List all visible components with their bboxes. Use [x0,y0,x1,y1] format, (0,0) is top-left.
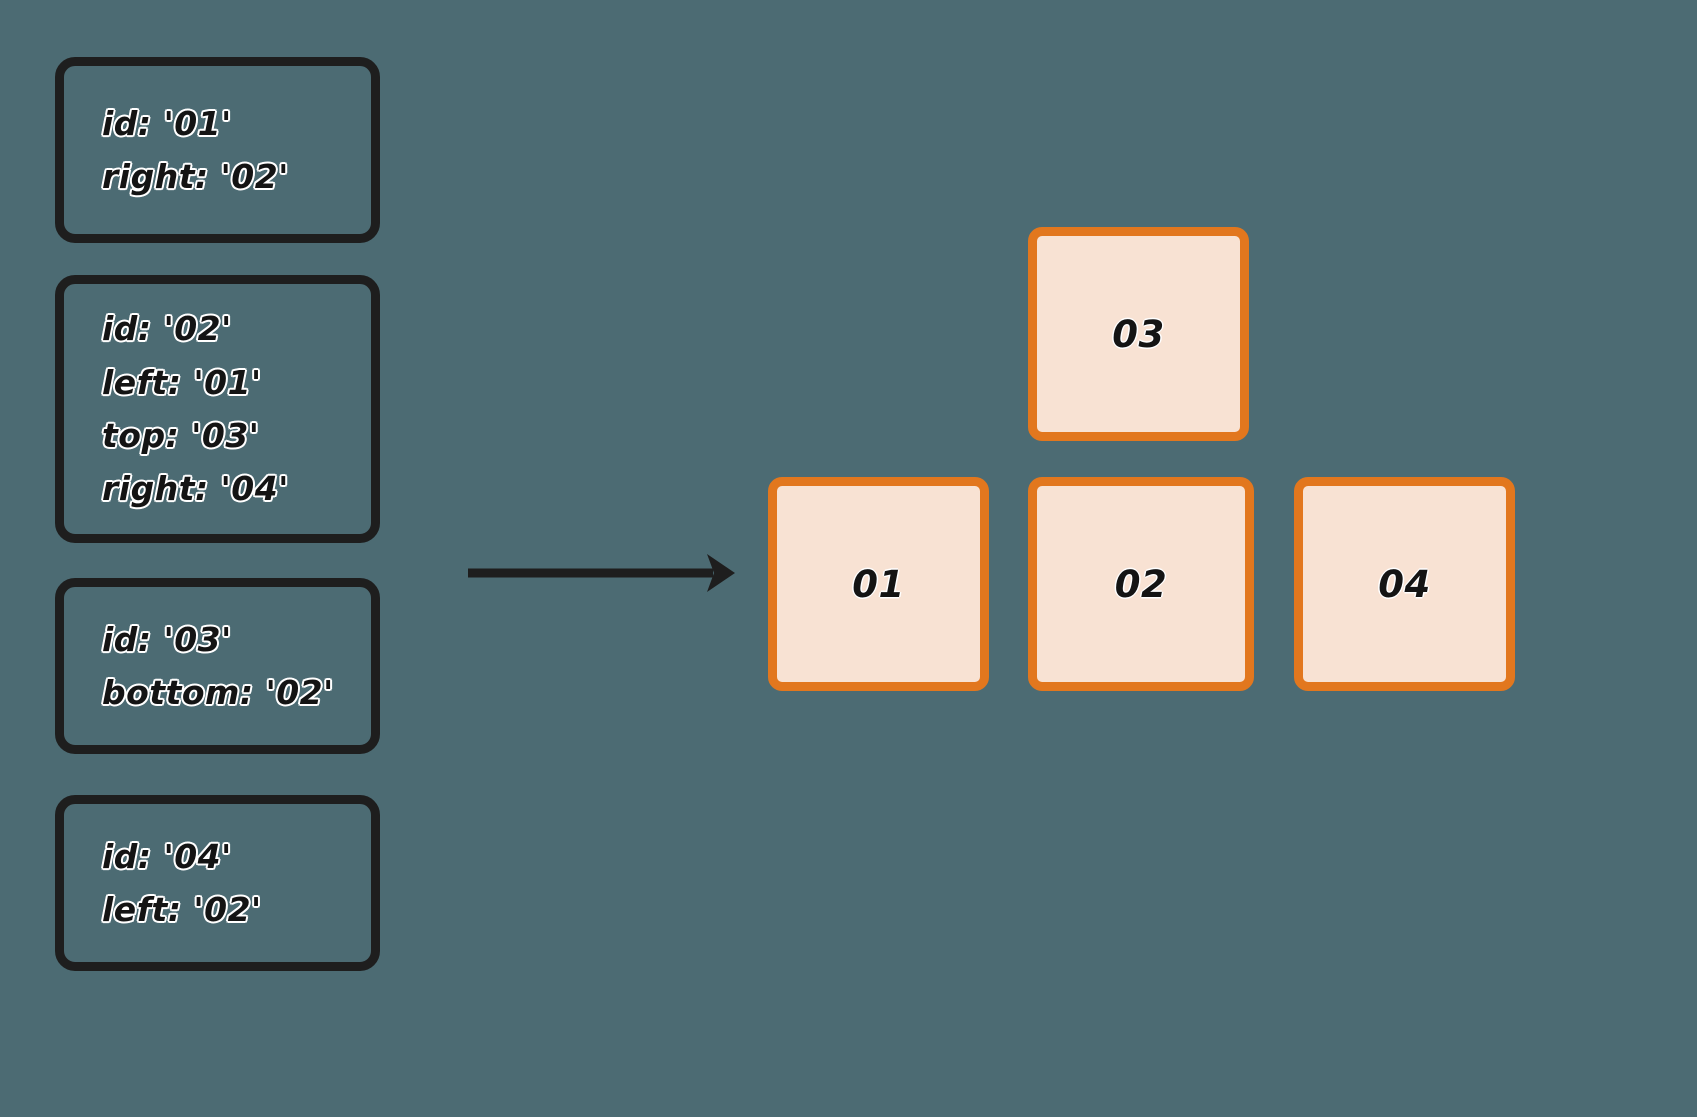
spec-line: id: '01' [102,103,232,143]
spec-line: left: '01' [102,362,262,402]
card-label: 02 [1114,562,1168,606]
spec-line: top: '03' [102,416,260,455]
spec-line: id: '02' [102,309,232,349]
spec-line: right: '02' [102,157,289,196]
card-label: 04 [1378,562,1431,606]
spec-box-04: id: '04' left: '02' [55,795,380,971]
spec-box-02: id: '02' left: '01' top: '03' right: '04… [55,275,380,543]
spec-line: bottom: '02' [102,673,334,712]
layout-card-04: 04 [1294,477,1515,691]
card-label: 03 [1112,312,1165,356]
layout-card-02: 02 [1028,477,1254,691]
spec-line: left: '02' [102,890,262,929]
card-label: 01 [852,562,905,606]
spec-line: right: '04' [102,469,289,509]
spec-line: id: '04' [102,836,232,876]
layout-card-03: 03 [1028,227,1249,441]
layout-card-01: 01 [768,477,989,691]
arrow-right-icon [468,554,735,592]
spec-box-01: id: '01' right: '02' [55,57,380,243]
transform-arrow [455,540,755,610]
spec-box-03: id: '03' bottom: '02' [55,578,380,754]
spec-line: id: '03' [102,619,232,659]
